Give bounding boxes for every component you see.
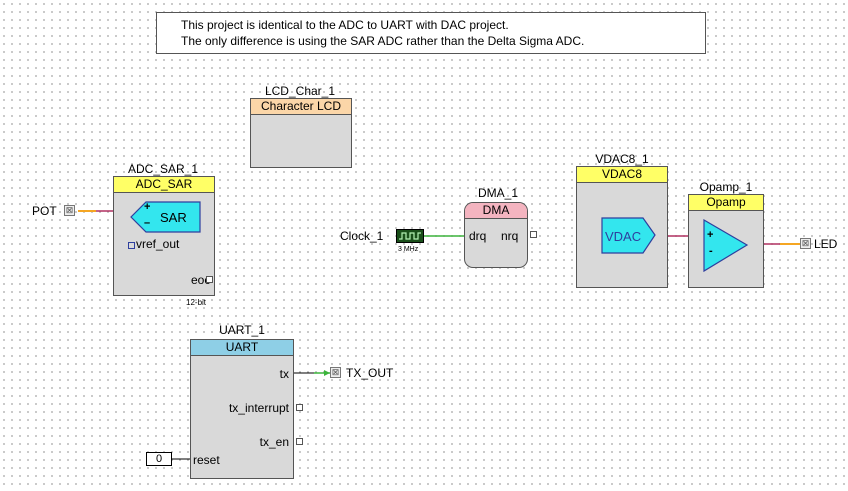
led-label: LED [814, 237, 838, 251]
eoc-terminal-icon[interactable] [206, 276, 213, 283]
project-note: This project is identical to the ADC to … [156, 12, 706, 54]
lcd-component[interactable]: Character LCD [250, 98, 352, 168]
adc-vref-label: vref_out [136, 237, 180, 251]
pot-pin-icon[interactable]: ⊠ [64, 205, 75, 216]
pot-label: POT [32, 204, 57, 218]
opamp-symbol [703, 219, 749, 273]
vdac-instance-name: VDAC8_1 [595, 152, 649, 166]
uart-reset-label: reset [193, 453, 220, 467]
clock-label: Clock_1 [340, 229, 384, 243]
adc-component[interactable]: ADC_SAR + – SAR vref_out eoc [113, 176, 215, 296]
uart-tx-en-label: tx_en [259, 435, 289, 449]
adc-minus-sign: – [144, 217, 151, 229]
tx-en-terminal-icon[interactable] [296, 438, 303, 445]
uart-tx-label: tx [279, 367, 289, 381]
opamp-instance-name: Opamp_1 [699, 180, 753, 194]
dma-drq-label: drq [469, 229, 487, 243]
led-pin-icon[interactable]: ⊠ [800, 238, 811, 249]
vdac-symbol [601, 217, 656, 254]
vref-pin-icon [128, 242, 135, 249]
tx-out-label: TX_OUT [346, 366, 394, 380]
vdac-label: VDAC [605, 229, 642, 244]
adc-plus-sign: + [144, 201, 151, 213]
lcd-header: Character LCD [251, 99, 351, 115]
note-line-2: The only difference is using the SAR ADC… [181, 34, 585, 48]
nrq-terminal-icon[interactable] [530, 231, 537, 238]
wire-tx-arrow [324, 370, 330, 376]
vdac-header: VDAC8 [577, 167, 667, 183]
dma-component[interactable]: DMA drq nrq [464, 202, 528, 268]
adc-header: ADC_SAR [114, 177, 214, 193]
opamp-minus-sign: - [709, 245, 713, 257]
lcd-instance-name: LCD_Char_1 [264, 84, 336, 98]
uart-tx-interrupt-label: tx_interrupt [228, 401, 289, 415]
dma-nrq-label: nrq [501, 229, 519, 243]
uart-instance-name: UART_1 [219, 323, 265, 337]
tx-interrupt-terminal-icon[interactable] [296, 404, 303, 411]
dma-header: DMA [465, 203, 527, 219]
vdac-component[interactable]: VDAC8 VDAC [576, 166, 668, 288]
tx-out-pin-icon[interactable]: ⊠ [330, 367, 341, 378]
adc-instance-name: ADC_SAR_1 [127, 162, 199, 176]
adc-symbol [130, 201, 201, 233]
uart-component[interactable]: UART tx tx_interrupt tx_en reset [190, 339, 294, 479]
opamp-plus-sign: + [707, 229, 714, 241]
clock-frequency: 3 MHz [398, 246, 419, 253]
adc-sar-label: SAR [160, 210, 187, 225]
note-line-1: This project is identical to the ADC to … [181, 18, 509, 32]
adc-eoc-label: eoc [191, 273, 211, 287]
uart-header: UART [191, 340, 293, 356]
dma-instance-name: DMA_1 [477, 186, 518, 200]
opamp-header: Opamp [689, 195, 763, 211]
opamp-component[interactable]: Opamp + - [688, 194, 764, 288]
adc-resolution: 12-bit [186, 298, 207, 307]
clock-symbol[interactable] [396, 229, 424, 243]
reset-constant[interactable]: 0 [146, 452, 172, 466]
